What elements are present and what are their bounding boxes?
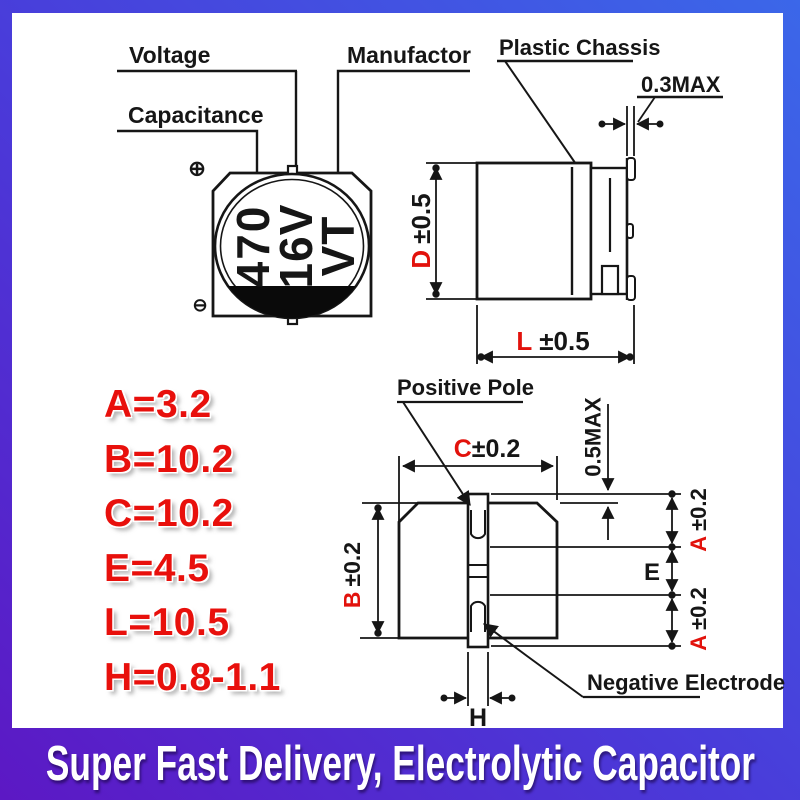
positive-pole-label: Positive Pole (397, 375, 534, 400)
dim-b-value: B=10.2 (104, 437, 234, 481)
polarity-mark (228, 286, 356, 318)
lead-thickness-dimension (598, 106, 664, 156)
negative-electrode-label: Negative Electrode (587, 670, 785, 695)
dim-a-value: A=3.2 (104, 383, 212, 426)
capacitance-label: Capacitance (128, 102, 264, 128)
dim-c-value: C=10.2 (104, 492, 234, 536)
electrode-strip (466, 492, 490, 649)
dimension-l-label: L±0.5 (516, 326, 589, 356)
promo-banner: Super Fast Delivery, Electrolytic Capaci… (0, 728, 800, 800)
minus-registration-mark: ⊖ (192, 295, 207, 315)
dimension-c (398, 456, 558, 528)
manufacturer-marking: VT (312, 216, 364, 277)
dimension-pad-max (560, 404, 618, 540)
dimension-a-e (490, 490, 681, 650)
manufactor-label: Manufactor (347, 42, 471, 68)
dimension-d-label: D±0.5 (406, 193, 436, 268)
dimension-c-label: C±0.2 (454, 435, 521, 463)
voltage-marking: 16V (270, 204, 322, 289)
callout-labels-top (117, 59, 723, 216)
dimension-e-label: E (644, 559, 660, 586)
dim-h-value: H=0.8-1.1 (104, 655, 281, 699)
dimension-a-top-label: A±0.2 (686, 488, 711, 552)
pad-max-label: 0.5MAX (581, 397, 606, 477)
dim-l-value: L=10.5 (104, 601, 230, 645)
dimension-b-label: B±0.2 (339, 542, 365, 608)
promo-banner-text: Super Fast Delivery, Electrolytic Capaci… (45, 737, 755, 791)
plastic-chassis-label: Plastic Chassis (499, 35, 660, 60)
voltage-label: Voltage (129, 42, 210, 68)
dimension-value-list: A=3.2 B=10.2 C=10.2 E=4.5 L=10.5 H=0.8-1… (104, 378, 364, 706)
dimension-a-bottom-label: A±0.2 (686, 587, 711, 651)
dimension-d (426, 162, 477, 300)
dimension-h (440, 652, 516, 706)
dimension-l (476, 305, 635, 364)
pole-callouts (397, 400, 700, 699)
dim-e-value: E=4.5 (104, 546, 210, 590)
bottom-view (397, 492, 559, 649)
top-view: 470 16V VT ⊕ ⊖ (188, 158, 373, 326)
dimension-b (360, 502, 420, 639)
side-view (475, 157, 636, 301)
lead-thickness-max-label: 0.3MAX (641, 72, 721, 97)
dimension-h-label: H (469, 704, 487, 732)
capacitance-marking: 470 (227, 205, 279, 288)
plus-registration-mark: ⊕ (188, 158, 206, 181)
